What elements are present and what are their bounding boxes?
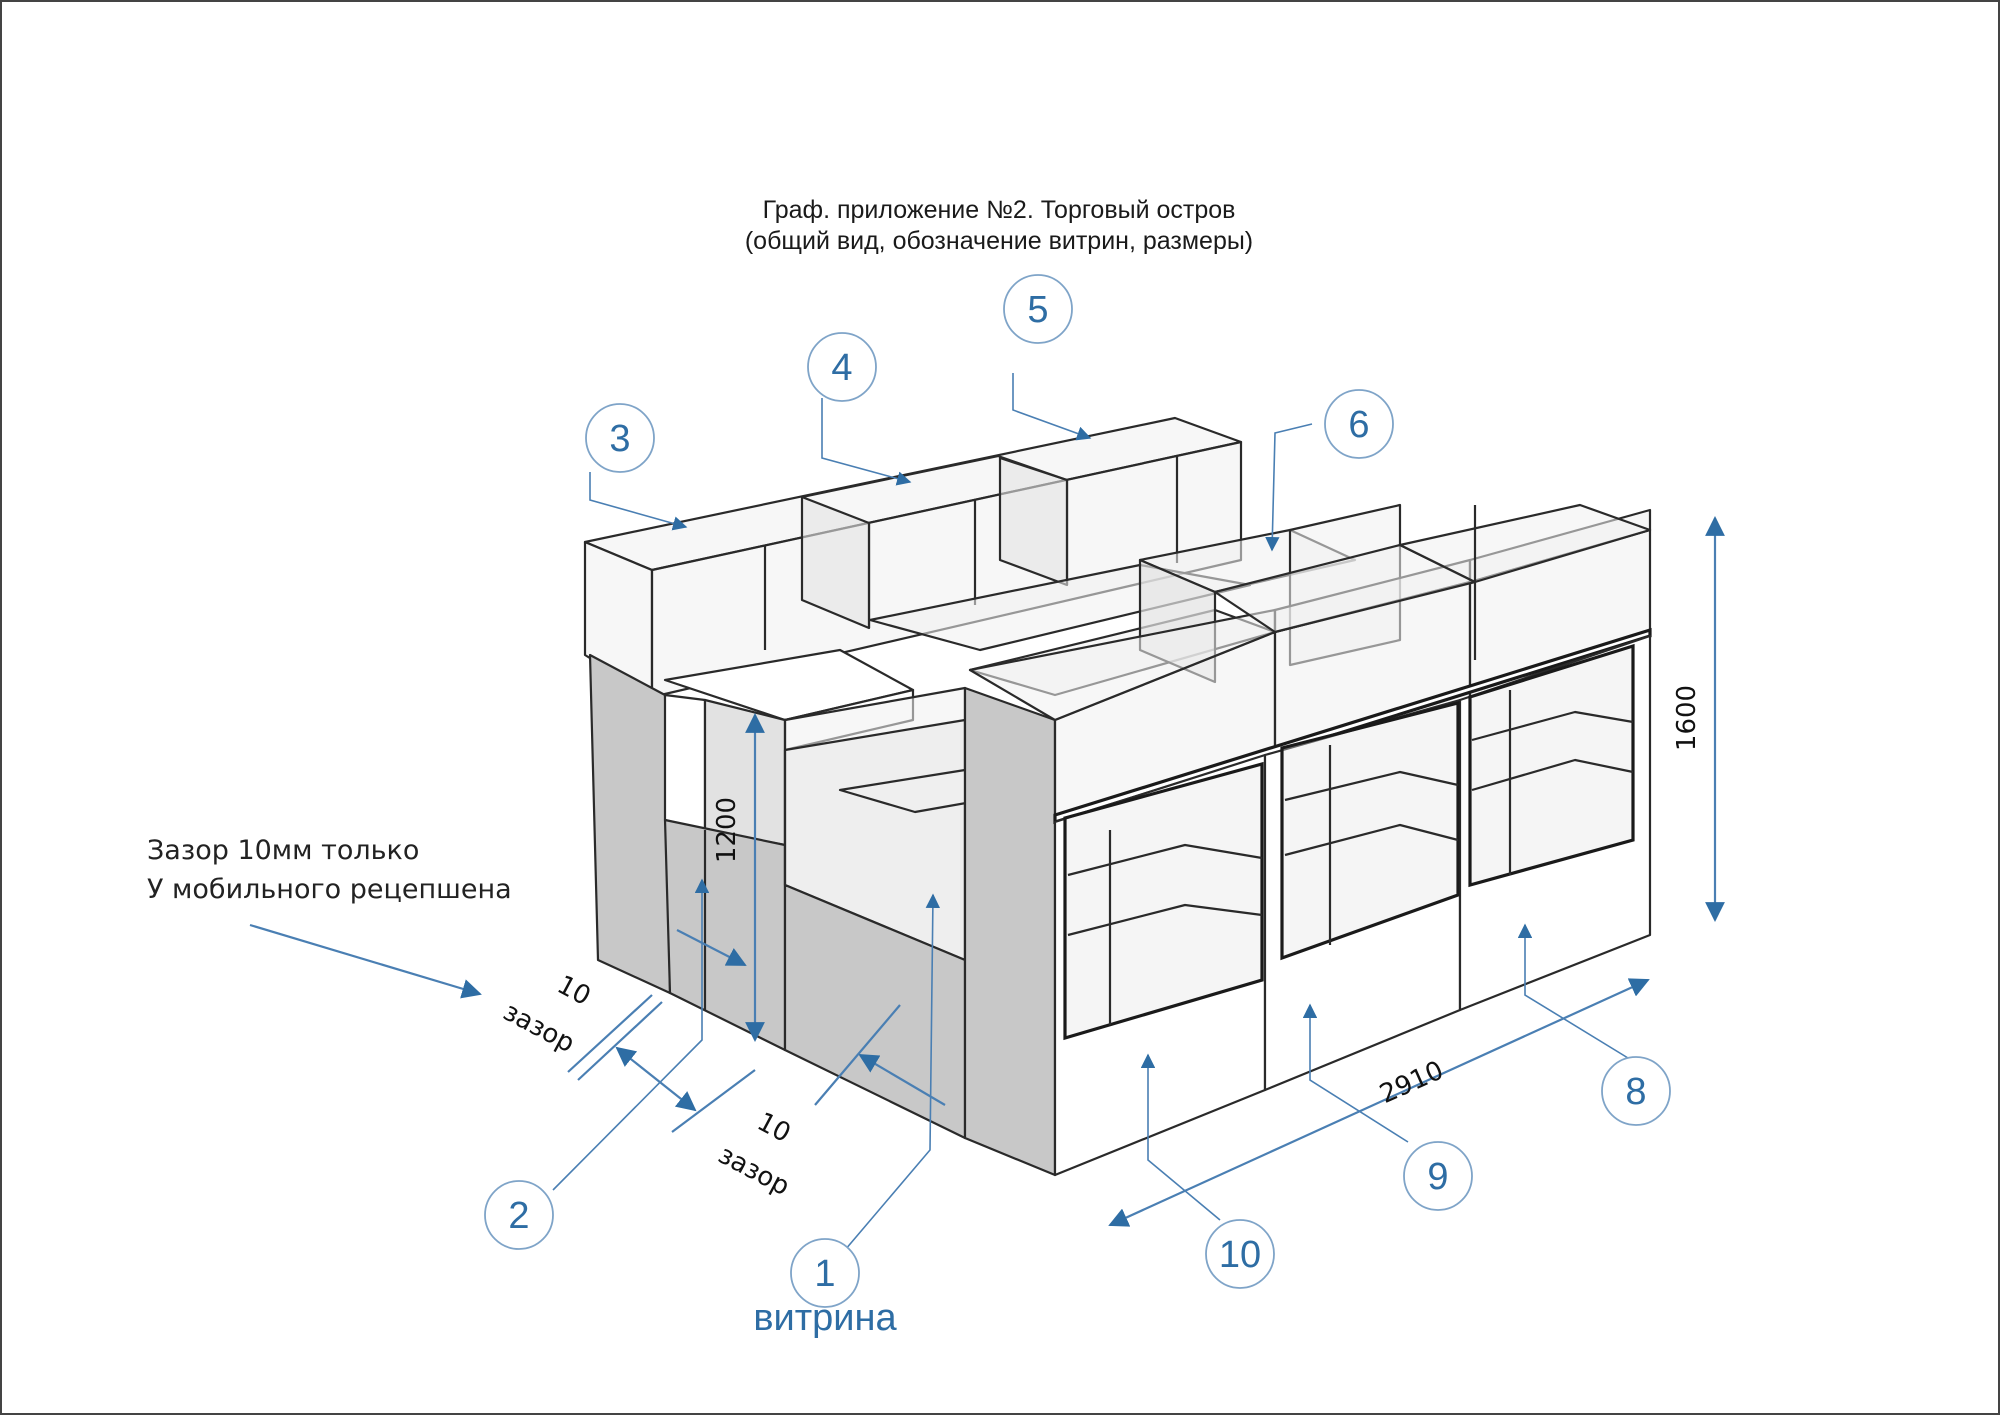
reception-block	[588, 648, 1042, 1140]
gap-arrow-inner	[676, 929, 747, 966]
svg-text:5: 5	[1027, 289, 1048, 331]
svg-text:8: 8	[1625, 1071, 1646, 1113]
callout-4: 4	[807, 332, 877, 402]
height-counter-label: 1200	[712, 797, 742, 863]
gap-middle-word: зазор	[713, 1140, 794, 1202]
svg-text:9: 9	[1427, 1156, 1448, 1198]
callout-10: 10	[1205, 1219, 1275, 1289]
svg-text:1: 1	[814, 1253, 835, 1295]
height-total-label: 1600	[1672, 685, 1702, 751]
dimension-1600: 1600	[1672, 516, 1725, 922]
length-label: 2910	[1375, 1056, 1448, 1110]
vitrina-label: витрина	[753, 1297, 897, 1339]
svg-text:2: 2	[508, 1195, 529, 1237]
callout-5: 5	[1003, 274, 1073, 344]
callout-2: 2	[484, 1180, 554, 1250]
title-line-1: Граф. приложение №2. Торговый остров	[763, 196, 1236, 224]
gap-middle-value: 10	[752, 1107, 795, 1149]
svg-text:6: 6	[1348, 404, 1369, 446]
gap-note-line-2: У мобильного рецепшена	[147, 874, 512, 905]
callout-1: 1	[790, 1238, 860, 1308]
title-line-2: (общий вид, обозначение витрин, размеры)	[745, 227, 1253, 255]
gap-note-line-1: Зазор 10мм только	[147, 835, 419, 866]
callout-9: 9	[1403, 1141, 1473, 1211]
gap-tick-front	[814, 1004, 901, 1106]
callout-6: 6	[1324, 389, 1394, 459]
gap-dimension-middle: 10 зазор	[615, 1046, 795, 1202]
gap-left-word: зазор	[498, 997, 579, 1059]
back-row-cabinets	[583, 416, 1243, 699]
svg-text:3: 3	[609, 418, 630, 460]
gap-left-value: 10	[552, 970, 595, 1012]
callout-3: 3	[585, 403, 655, 473]
callout-leaders	[552, 373, 1629, 1251]
svg-text:10: 10	[1219, 1234, 1261, 1276]
dimension-1200: 1200	[712, 713, 765, 1042]
gap-note-arrow	[249, 923, 482, 999]
svg-text:4: 4	[831, 347, 852, 389]
callout-8: 8	[1601, 1056, 1671, 1126]
